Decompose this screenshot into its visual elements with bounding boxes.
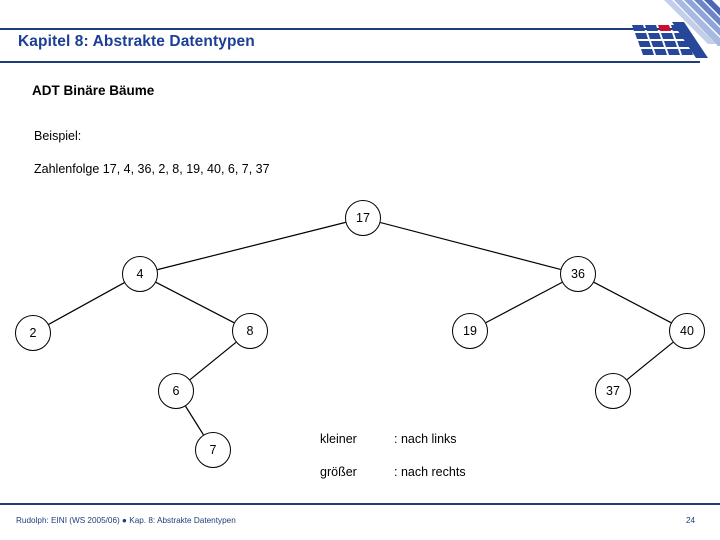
tree-node-label: 6 (172, 384, 180, 398)
tree-node-37: 37 (595, 373, 631, 409)
legend-term-groesser: größer (320, 465, 357, 479)
tree-node-label: 17 (356, 211, 370, 225)
university-logo-icon (612, 0, 720, 66)
tree-node-4: 4 (122, 256, 158, 292)
tree-edge (626, 341, 674, 381)
tree-edge (593, 281, 672, 324)
tree-edge (189, 341, 237, 381)
tree-node-label: 8 (246, 324, 254, 338)
legend-rule-groesser: : nach rechts (394, 465, 466, 479)
tree-edge (485, 281, 563, 324)
tree-edge (48, 282, 125, 325)
tree-node-17: 17 (345, 200, 381, 236)
tree-edge (157, 221, 346, 271)
tree-edge (155, 281, 235, 324)
tree-node-label: 37 (606, 384, 620, 398)
tree-node-label: 19 (463, 324, 477, 338)
example-label: Beispiel: (34, 129, 82, 143)
header-rule-top (0, 28, 682, 30)
tree-node-6: 6 (158, 373, 194, 409)
adt-heading: ADT Binäre Bäume (32, 83, 155, 98)
legend-term-kleiner: kleiner (320, 432, 357, 446)
tree-edge (380, 221, 561, 271)
tree-edge (185, 405, 204, 436)
tree-node-2: 2 (15, 315, 51, 351)
tree-node-36: 36 (560, 256, 596, 292)
legend-rule-kleiner: : nach links (394, 432, 457, 446)
footer-rule (0, 503, 720, 505)
footer-page-number: 24 (686, 516, 696, 525)
tree-node-label: 36 (571, 267, 585, 281)
footer-text: Rudolph: EINI (WS 2005/06) ● Kap. 8: Abs… (16, 516, 236, 525)
tree-node-7: 7 (195, 432, 231, 468)
header-rule-bottom (0, 61, 700, 63)
number-sequence-text: Zahlenfolge 17, 4, 36, 2, 8, 19, 40, 6, … (34, 162, 270, 176)
legend-row-kleiner: kleiner : nach links (320, 432, 457, 446)
tree-node-label: 40 (680, 324, 694, 338)
tree-node-8: 8 (232, 313, 268, 349)
tree-node-label: 4 (136, 267, 144, 281)
tree-node-label: 2 (29, 326, 37, 340)
tree-node-label: 7 (209, 443, 217, 457)
legend-row-groesser: größer : nach rechts (320, 465, 466, 479)
slide-header: Kapitel 8: Abstrakte Datentypen (0, 0, 720, 72)
page-title: Kapitel 8: Abstrakte Datentypen (18, 33, 255, 50)
tree-node-40: 40 (669, 313, 705, 349)
tree-node-19: 19 (452, 313, 488, 349)
